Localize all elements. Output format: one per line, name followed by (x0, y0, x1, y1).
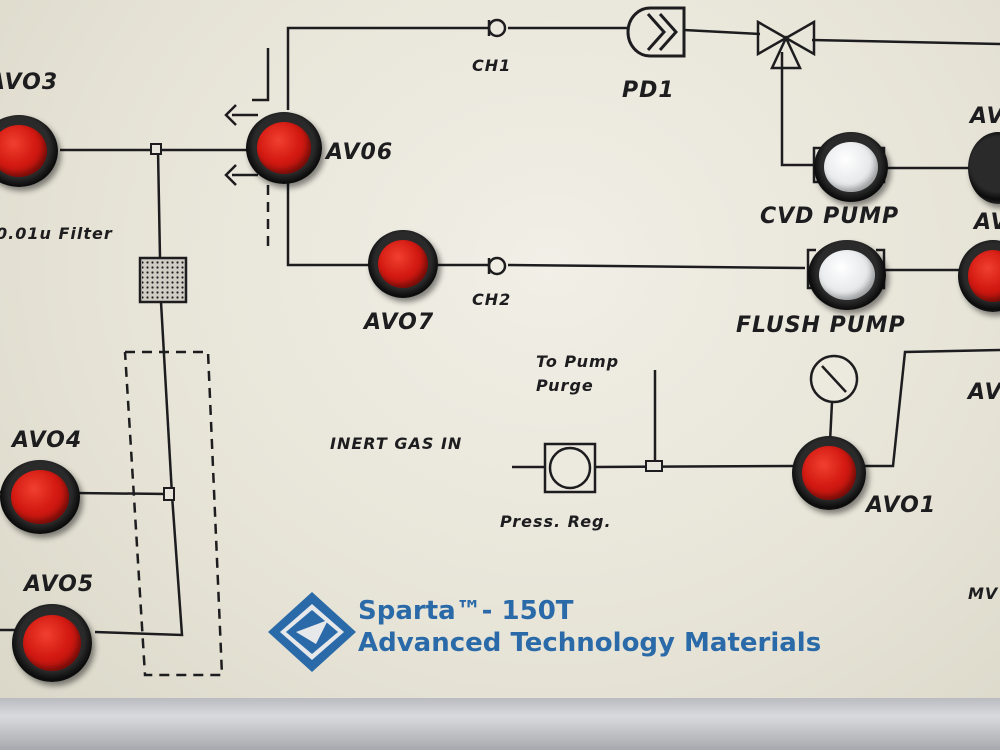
schematic-line (507, 263, 806, 270)
schematic-line (683, 28, 761, 36)
atm-logo-icon (268, 592, 356, 672)
schematic-line (286, 26, 488, 110)
chassis-rail (0, 698, 1000, 750)
avo1-button[interactable] (792, 436, 866, 510)
three-way-valve (783, 19, 816, 57)
schematic-line (74, 491, 169, 496)
edge-av-label: AV (970, 104, 1000, 129)
gauge-needle (821, 365, 847, 393)
av06-label: AV06 (326, 140, 394, 165)
three-way-valve (770, 35, 802, 70)
schematic-line (594, 464, 796, 469)
filter-label: 0.01u Filter (0, 224, 113, 243)
edge-av-label: AV (974, 210, 1000, 235)
check-valve-ch1 (487, 18, 507, 38)
avo7-label: AVO7 (364, 310, 435, 335)
to-pump-purge-label: To Pump (536, 352, 620, 371)
product-name: Sparta™- 150T (358, 596, 574, 626)
av06-button[interactable] (246, 112, 322, 184)
tee-marker (150, 143, 162, 155)
check-valve-ch2 (487, 256, 507, 276)
tee-marker (645, 460, 663, 472)
schematic-line (828, 401, 834, 443)
schematic-line (156, 149, 162, 259)
edge-av-label: AV (968, 380, 1000, 405)
vent-arrow (224, 164, 237, 186)
flush-pump-button[interactable] (808, 240, 886, 310)
schematic-line (780, 52, 815, 167)
dashed-enclosure (123, 350, 224, 677)
schematic-line (159, 301, 174, 496)
schematic-line (811, 38, 1000, 46)
vent-arrow (224, 104, 237, 126)
avo7-button[interactable] (368, 230, 438, 298)
pd1-label: PD1 (622, 78, 675, 103)
three-way-valve (756, 19, 789, 57)
avo3-label: AVO3 (0, 70, 59, 95)
avo4-button[interactable] (0, 460, 80, 534)
cvd-pump-label: CVD PUMP (760, 204, 900, 229)
avo1-label: AVO1 (866, 493, 937, 518)
pd1-device (646, 13, 679, 51)
company-name: Advanced Technology Materials (358, 628, 822, 658)
flush-pump-label: FLUSH PUMP (736, 313, 906, 338)
vent-line (252, 48, 270, 102)
cvd-pump-button[interactable] (814, 132, 888, 202)
edge-mv-label: MV (968, 584, 999, 603)
pd1-device (626, 6, 686, 58)
ch1-label: CH1 (472, 56, 512, 75)
press-reg-label: Press. Reg. (500, 512, 612, 531)
ch2-label: CH2 (472, 290, 512, 309)
schematic-line (286, 180, 376, 267)
tee-marker (163, 487, 175, 501)
inert-gas-in-label: INERT GAS IN (330, 434, 463, 453)
pressure-regulator (548, 446, 592, 490)
avo5-label: AVO5 (24, 572, 95, 597)
avo4-label: AVO4 (12, 428, 83, 453)
schematic-line (862, 348, 1000, 468)
to-pump-purge-label: Purge (536, 376, 594, 395)
filter-element (142, 260, 184, 300)
schematic-line (94, 494, 184, 637)
avo5-button[interactable] (12, 604, 92, 682)
